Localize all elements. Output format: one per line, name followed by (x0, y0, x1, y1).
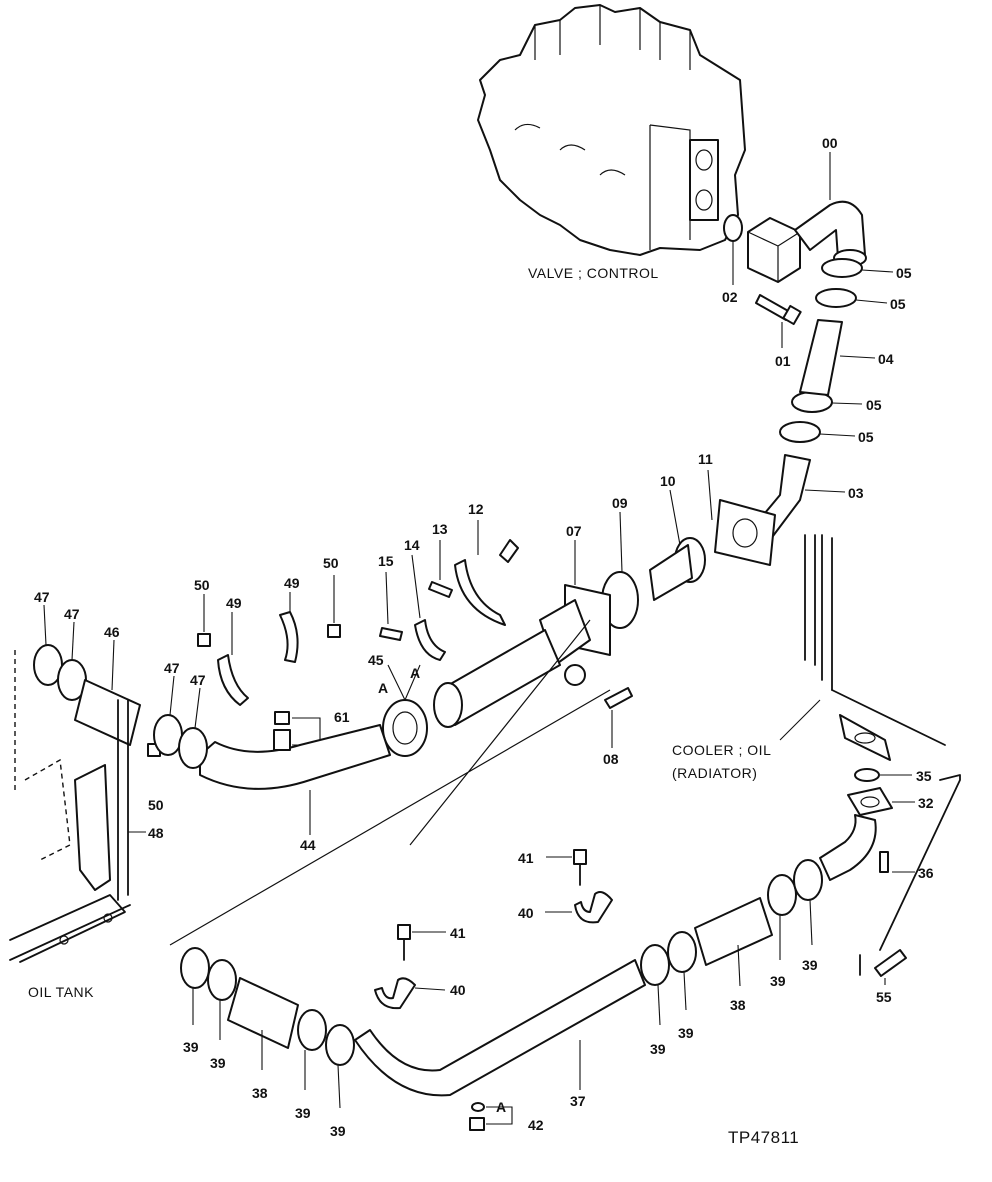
callout-41b: 41 (518, 850, 534, 866)
callout-09: 09 (612, 495, 628, 511)
callout-38a: 38 (252, 1085, 268, 1101)
callout-00: 00 (822, 135, 838, 151)
control-valve-caption: VALVE ; CONTROL (528, 265, 659, 281)
callout-15: 15 (378, 553, 394, 569)
callout-07: 07 (566, 523, 582, 539)
hose-04 (799, 319, 843, 396)
callout-39f: 39 (678, 1025, 694, 1041)
bolt-01 (755, 294, 802, 326)
elbow-pipe-00 (794, 200, 867, 267)
callout-46: 46 (104, 624, 120, 640)
callout-49a: 49 (226, 595, 242, 611)
clip-14 (414, 619, 446, 661)
callout-39d: 39 (330, 1123, 346, 1139)
mark-a-2: A (410, 665, 420, 681)
oil-cooler-radiator: COOLER ; OIL (RADIATOR) (672, 534, 946, 781)
callout-47c: 47 (164, 660, 180, 676)
bolt-15 (379, 627, 403, 641)
oil-tank-caption: OIL TANK (28, 984, 94, 1000)
elbow-pipe-cooler-outlet (819, 814, 877, 881)
callout-39g: 39 (770, 973, 786, 989)
callout-55: 55 (876, 989, 892, 1005)
hose-38-right (694, 897, 773, 966)
callout-05d: 05 (858, 429, 874, 445)
callout-13: 13 (432, 521, 448, 537)
flange-32 (847, 787, 893, 816)
callout-41a: 41 (450, 925, 466, 941)
callout-02: 02 (722, 289, 738, 305)
callout-39b: 39 (210, 1055, 226, 1071)
callout-05c: 05 (866, 397, 882, 413)
mark-a-1: A (378, 680, 388, 696)
callout-10: 10 (660, 473, 676, 489)
control-valve: VALVE ; CONTROL (477, 4, 746, 281)
callout-39e: 39 (650, 1041, 666, 1057)
bolt-41 (397, 849, 587, 961)
oil-tank: OIL TANK (9, 650, 131, 1000)
assembly-guide-lines (169, 619, 611, 946)
callout-50a: 50 (194, 577, 210, 593)
callout-42: 42 (528, 1117, 544, 1133)
callout-14: 14 (404, 537, 420, 553)
hose-clamp-47 (33, 644, 208, 769)
bracket-48 (74, 699, 129, 901)
mark-a-4: A (496, 1099, 506, 1115)
connector-10 (649, 537, 706, 601)
adapter-block (747, 217, 801, 283)
bracket-12 (454, 539, 519, 626)
drawing-code: TP47811 (728, 1128, 799, 1147)
clamp-49 (217, 611, 299, 706)
flange-11 (714, 499, 776, 566)
callout-47a: 47 (34, 589, 50, 605)
pipe-44 (199, 724, 391, 790)
callout-05b: 05 (890, 296, 906, 312)
callout-11: 11 (698, 451, 713, 467)
callout-35: 35 (916, 768, 932, 784)
callout-40a: 40 (450, 982, 466, 998)
callout-32: 32 (918, 795, 934, 811)
bolt-36 (879, 851, 889, 873)
callout-47b: 47 (64, 606, 80, 622)
callout-38b: 38 (730, 997, 746, 1013)
hose-38-left (227, 977, 299, 1049)
callout-45: 45 (368, 652, 384, 668)
callout-39h: 39 (802, 957, 818, 973)
hose-clamp-05 (779, 258, 863, 443)
callout-03: 03 (848, 485, 864, 501)
pipe-37 (354, 959, 646, 1097)
o-ring-35 (854, 768, 880, 782)
callout-04: 04 (878, 351, 894, 367)
callout-39a: 39 (183, 1039, 199, 1055)
callout-05a: 05 (896, 265, 912, 281)
callout-48: 48 (148, 825, 164, 841)
clamp-40 (374, 891, 613, 1010)
callout-39c: 39 (295, 1105, 311, 1121)
oil-cooler-caption-2: (RADIATOR) (672, 765, 757, 781)
plug-42 (469, 1102, 485, 1131)
callout-50b: 50 (323, 555, 339, 571)
bolt-08 (604, 687, 633, 709)
hose-clamp-39 (180, 859, 823, 1066)
callout-44: 44 (300, 837, 316, 853)
callout-36: 36 (918, 865, 934, 881)
callout-08: 08 (603, 751, 619, 767)
pipe-45 (382, 629, 561, 757)
callout-40b: 40 (518, 905, 534, 921)
callout-37: 37 (570, 1093, 586, 1109)
hose-46 (74, 679, 141, 746)
callout-61: 61 (334, 709, 350, 725)
callout-47d: 47 (190, 672, 206, 688)
o-ring-02 (723, 214, 743, 242)
callout-01: 01 (775, 353, 791, 369)
callout-49b: 49 (284, 575, 300, 591)
bolt-13 (428, 581, 453, 598)
callout-50c: 50 (148, 797, 164, 813)
fitting-55 (874, 949, 907, 977)
callout-12: 12 (468, 501, 484, 517)
oil-cooler-caption-1: COOLER ; OIL (672, 742, 771, 758)
